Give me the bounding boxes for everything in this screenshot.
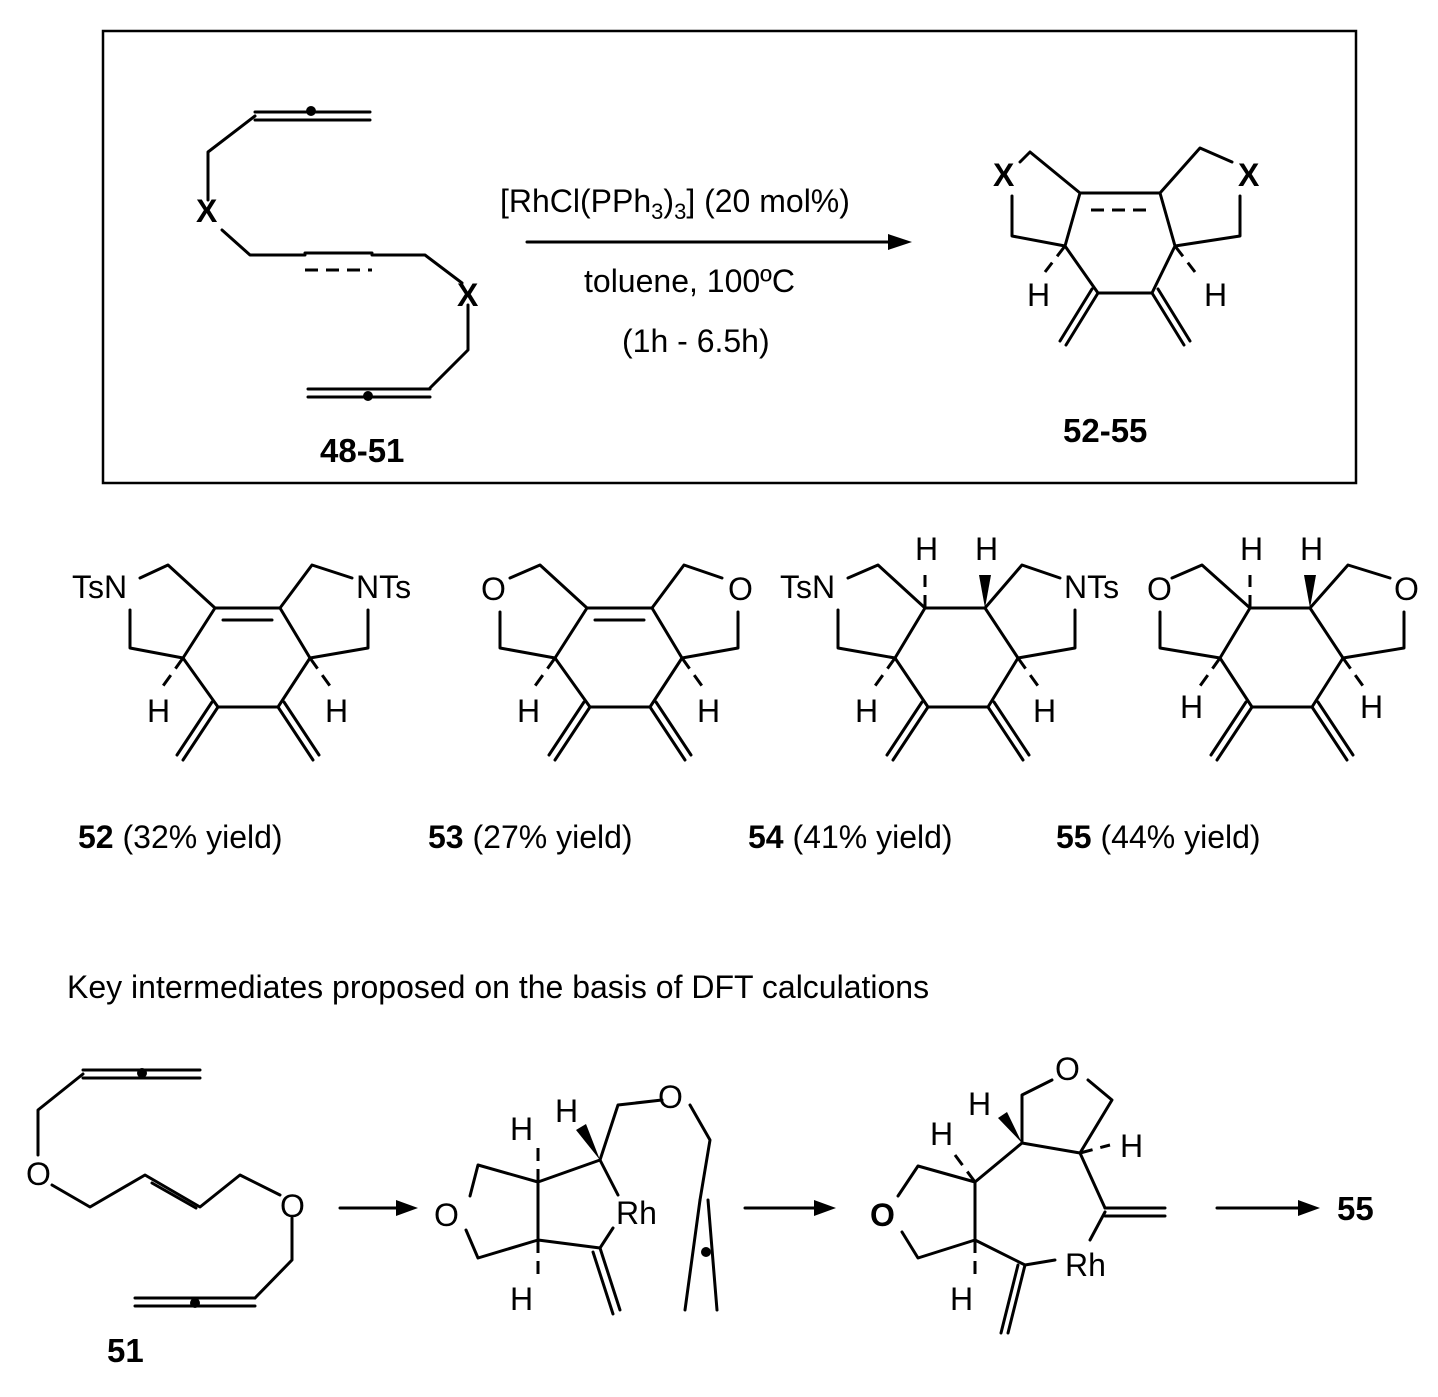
- o-int2-b: O: [1055, 1051, 1080, 1087]
- o-int2-a: O: [870, 1197, 895, 1233]
- reagent-text: [RhCl(PPh3)3] (20 mol%): [500, 183, 850, 224]
- group-53-left: O: [481, 571, 506, 607]
- h-54-left: H: [855, 693, 878, 729]
- arrow-1: [338, 1200, 418, 1216]
- h-atom-2: H: [1204, 277, 1227, 313]
- h-int2-c: H: [1120, 1128, 1143, 1164]
- h-52-left: H: [147, 693, 170, 729]
- structure-55: [1158, 563, 1406, 762]
- h-55-left: H: [1180, 689, 1203, 725]
- h-atom-1: H: [1027, 277, 1050, 313]
- h-54-top-right: H: [975, 531, 998, 567]
- caption-55: 55 (44% yield): [1056, 819, 1261, 855]
- end-label-55: 55: [1337, 1190, 1374, 1227]
- group-52-right: NTs: [356, 569, 411, 605]
- reaction-box: [101, 29, 1358, 485]
- substrate-structure: [206, 106, 470, 401]
- intermediate-1-structure: [464, 1098, 719, 1316]
- intermediates-heading: Key intermediates proposed on the basis …: [67, 969, 929, 1005]
- o-int1-a: O: [434, 1197, 459, 1233]
- x-atom-4: X: [1238, 157, 1260, 193]
- time-text: (1h - 6.5h): [622, 323, 770, 359]
- product-label: 52-55: [1063, 412, 1147, 449]
- group-54-left: TsN: [780, 569, 835, 605]
- arrow-2: [743, 1200, 836, 1216]
- x-atom-2: X: [457, 277, 479, 313]
- caption-53: 53 (27% yield): [428, 819, 633, 855]
- o-int1-b: O: [658, 1079, 683, 1115]
- h-int2-d: H: [950, 1281, 973, 1317]
- h-int1-a: H: [510, 1111, 533, 1147]
- substrate-label: 48-51: [320, 432, 404, 469]
- intermediate-2-structure: [896, 1078, 1167, 1335]
- x-atom-1: X: [196, 193, 218, 229]
- caption-54: 54 (41% yield): [748, 819, 953, 855]
- group-54-right: NTs: [1064, 569, 1119, 605]
- o-51-a: O: [26, 1156, 51, 1192]
- group-53-right: O: [728, 571, 753, 607]
- solvent-text: toluene, 100ºC: [584, 263, 795, 299]
- group-52-left: TsN: [72, 569, 127, 605]
- rh-int1: Rh: [616, 1195, 657, 1231]
- arrow-3: [1215, 1200, 1320, 1216]
- structure-53: [498, 563, 740, 762]
- structure-51: [36, 1068, 294, 1308]
- h-int1-b: H: [555, 1093, 578, 1129]
- group-55-right: O: [1394, 571, 1419, 607]
- h-int2-a: H: [968, 1086, 991, 1122]
- h-53-right: H: [697, 693, 720, 729]
- start-label-51: 51: [107, 1332, 144, 1369]
- reaction-arrow: [525, 234, 912, 250]
- x-atom-3: X: [993, 157, 1015, 193]
- rh-int2: Rh: [1065, 1247, 1106, 1283]
- h-52-right: H: [325, 693, 348, 729]
- h-54-top-left: H: [915, 531, 938, 567]
- h-55-top-left: H: [1240, 531, 1263, 567]
- h-55-right: H: [1360, 689, 1383, 725]
- caption-52: 52 (32% yield): [78, 819, 283, 855]
- structure-54: [836, 563, 1077, 762]
- h-54-right: H: [1033, 693, 1056, 729]
- o-51-b: O: [280, 1188, 305, 1224]
- h-int1-c: H: [510, 1281, 533, 1317]
- allene-center-dot: [306, 106, 316, 116]
- h-53-left: H: [517, 693, 540, 729]
- h-int2-b: H: [930, 1116, 953, 1152]
- allene-center-dot: [363, 391, 373, 401]
- product-general-structure: [1010, 146, 1242, 347]
- structure-52: [128, 563, 370, 762]
- h-55-top-right: H: [1300, 531, 1323, 567]
- group-55-left: O: [1147, 571, 1172, 607]
